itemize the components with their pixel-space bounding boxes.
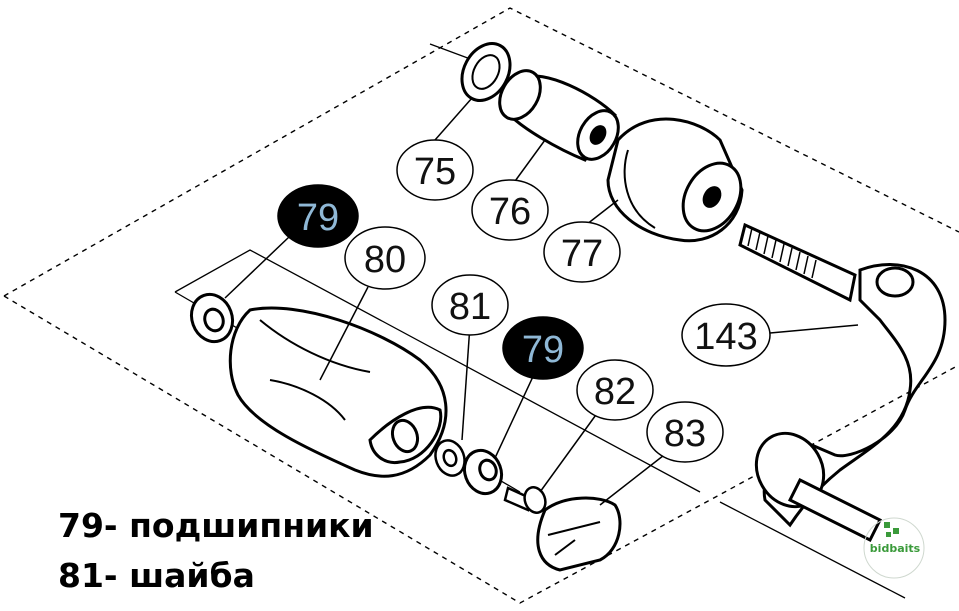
part-79-bearing-right bbox=[462, 448, 504, 496]
part-76-sleeve bbox=[498, 69, 620, 162]
logo-square-icon bbox=[884, 522, 890, 528]
part-81-washer bbox=[434, 439, 466, 477]
callout-77-label: 77 bbox=[561, 233, 603, 275]
callout-76-label: 76 bbox=[489, 191, 531, 233]
callout-143: 143 bbox=[681, 303, 771, 367]
callout-76: 76 bbox=[471, 179, 549, 241]
callout-79-highlighted-1: 79 bbox=[277, 184, 359, 248]
legend-item-81: 81- шайба bbox=[58, 556, 255, 595]
leader-lines bbox=[224, 97, 859, 506]
part-79-bearing-left bbox=[189, 292, 235, 344]
callout-81: 81 bbox=[431, 274, 509, 336]
callout-77: 77 bbox=[543, 221, 621, 283]
callout-79-highlighted-2: 79 bbox=[502, 316, 584, 380]
callout-82: 82 bbox=[576, 359, 654, 421]
bidbaits-watermark: bidbaits bbox=[863, 517, 925, 579]
callout-80-label: 80 bbox=[364, 239, 406, 281]
part-75-washer bbox=[460, 42, 512, 102]
callout-75-label: 75 bbox=[414, 151, 456, 193]
part-80-handle-knob bbox=[228, 306, 448, 478]
callout-82-label: 82 bbox=[594, 371, 636, 413]
callout-79-label-1: 79 bbox=[297, 197, 339, 239]
callout-143-label: 143 bbox=[694, 316, 757, 358]
part-143-handle-arm bbox=[738, 222, 947, 543]
part-83-end-cap bbox=[536, 496, 622, 572]
part-82-screw bbox=[503, 486, 547, 514]
watermark-text: bidbaits bbox=[870, 542, 921, 555]
callout-83: 83 bbox=[646, 401, 724, 463]
callout-80: 80 bbox=[344, 226, 426, 290]
part-77-knob-cap bbox=[606, 117, 744, 243]
callout-81-label: 81 bbox=[449, 286, 491, 328]
callout-83-label: 83 bbox=[664, 413, 706, 455]
legend-item-79: 79- подшипники bbox=[58, 506, 374, 545]
callout-79-label-2: 79 bbox=[522, 329, 564, 371]
callout-75: 75 bbox=[396, 139, 474, 201]
logo-square-icon bbox=[886, 532, 891, 537]
logo-square-icon bbox=[893, 528, 899, 534]
